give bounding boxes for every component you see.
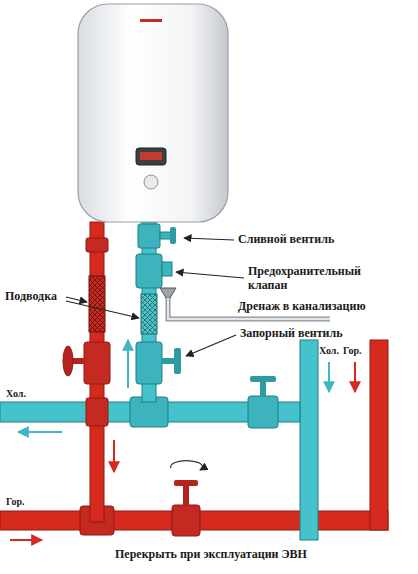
part-label: Дренаж в канализацию <box>238 300 366 314</box>
hot-outlet-pipe <box>10 222 114 540</box>
flow-label: Хол. <box>6 388 26 400</box>
hot-pipe-bottom <box>0 461 388 536</box>
part-label: Предохранительный клапан <box>248 265 398 293</box>
hot-hose <box>89 276 105 332</box>
safety-valve <box>136 254 162 288</box>
hot-valve <box>84 342 110 384</box>
leader-lines <box>66 238 244 356</box>
flow-label: Гор. <box>343 345 362 357</box>
part-label: Запорный вентиль <box>240 327 343 341</box>
flow-label: Хол. <box>319 345 339 357</box>
flow-label: Гор. <box>6 496 25 508</box>
cold-hose <box>141 294 157 334</box>
instruction-note: Перекрыть при эксплуатации ЭВН <box>2 548 418 562</box>
cold-riser-right <box>300 340 329 540</box>
hot-riser-right <box>355 340 388 530</box>
part-label: Подводка <box>5 290 57 304</box>
water-heater <box>78 4 228 222</box>
drain-valve <box>138 224 160 248</box>
part-label: Сливной вентиль <box>238 233 334 247</box>
shutoff-valve <box>136 342 162 384</box>
